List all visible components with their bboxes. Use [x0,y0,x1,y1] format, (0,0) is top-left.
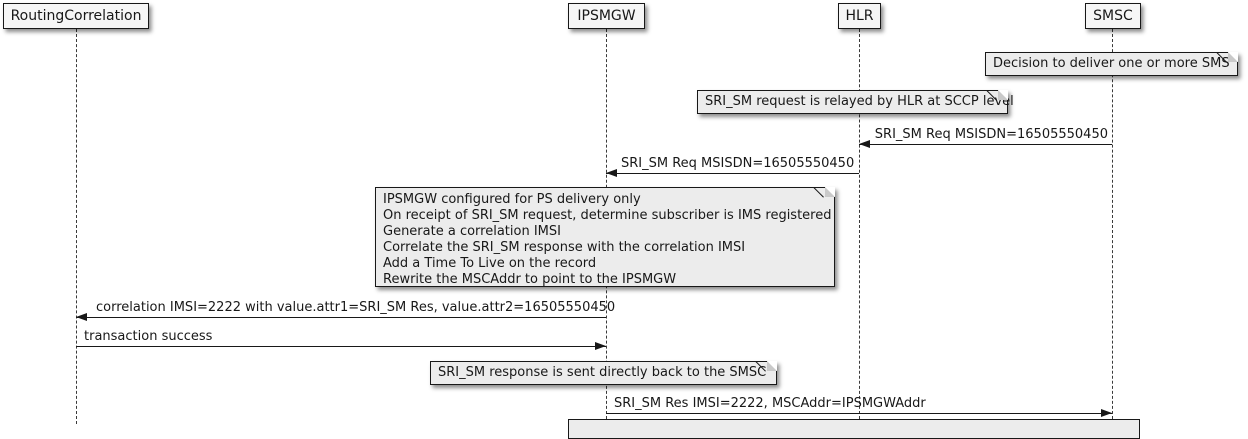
participant-label: SMSC [1093,8,1133,24]
note-line: IPSMGW configured for PS delivery only [383,192,641,207]
note-sri-sm-relayed: SRI_SM request is relayed by HLR at SCCP… [697,90,1014,114]
message-label: SRI_SM Req MSISDN=16505550450 [621,156,855,171]
lifeline-routingcorrelation [76,29,77,424]
note-fold-icon [1228,52,1238,62]
lifeline-smsc [1112,29,1113,424]
arrowhead-right-icon [1101,409,1112,417]
note-text: SRI_SM request is relayed by HLR at SCCP… [705,94,1014,109]
participant-box-hlr: HLR [838,3,881,29]
note-ipsmgw-processing: IPSMGW configured for PS delivery only O… [375,187,835,287]
note-response-to-smsc: SRI_SM response is sent directly back to… [430,361,777,385]
participant-label: RoutingCorrelation [10,8,142,24]
sequence-diagram: RoutingCorrelation IPSMGW HLR SMSC Decis… [0,0,1248,424]
cutoff-bottom-element [568,419,1140,439]
note-decision-to-deliver: Decision to deliver one or more SMS [985,52,1238,76]
note-line: Rewrite the MSCAddr to point to the IPSM… [383,272,677,287]
participant-box-smsc: SMSC [1085,3,1141,29]
note-line: Generate a correlation IMSI [383,224,561,239]
message-line [606,413,1112,414]
participant-label: IPSMGW [577,8,636,24]
arrowhead-right-icon [595,342,606,350]
note-fold-icon [767,361,777,371]
lifeline-hlr [859,29,860,424]
note-line: Correlate the SRI_SM response with the c… [383,240,746,255]
note-text: SRI_SM response is sent directly back to… [438,365,767,380]
arrowhead-left-icon [859,140,870,148]
message-line [76,317,606,318]
participant-box-routingcorrelation: RoutingCorrelation [3,3,149,29]
participant-label: HLR [845,8,874,24]
note-line: Add a Time To Live on the record [383,256,597,271]
note-fold-icon [825,187,835,197]
message-line [606,173,859,174]
arrowhead-left-icon [606,169,617,177]
message-line [76,346,606,347]
message-label: transaction success [84,329,213,344]
arrowhead-left-icon [76,313,87,321]
message-label: SRI_SM Req MSISDN=16505550450 [874,127,1108,142]
participant-box-ipsmgw: IPSMGW [568,3,645,29]
note-fold-icon [998,90,1008,100]
message-label: correlation IMSI=2222 with value.attr1=S… [96,300,616,315]
note-line: On receipt of SRI_SM request, determine … [383,208,832,223]
note-text: Decision to deliver one or more SMS [993,56,1230,71]
message-line [859,144,1112,145]
message-label: SRI_SM Res IMSI=2222, MSCAddr=IPSMGWAddr [614,396,926,411]
